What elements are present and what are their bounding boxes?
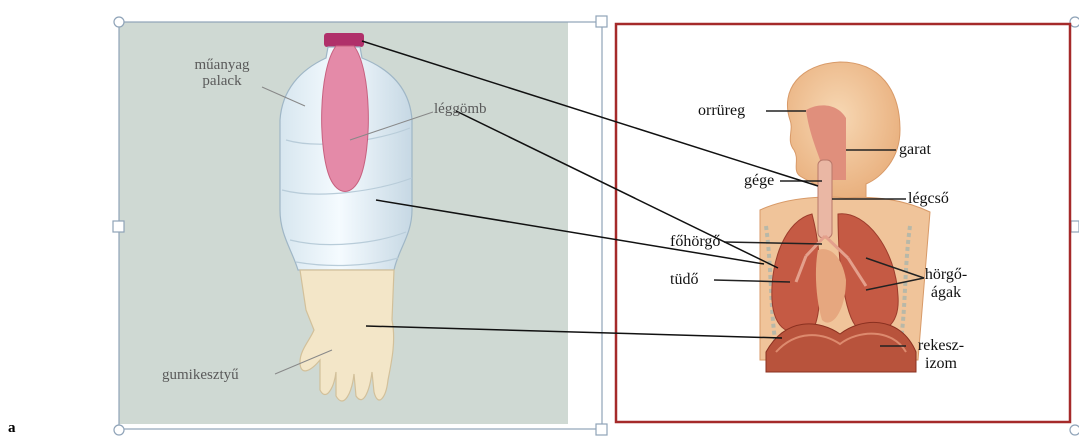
lung-label: tüdő [670, 271, 698, 289]
resize-handle-left-middle[interactable] [113, 221, 124, 232]
nasal-cavity-label: orrüreg [698, 102, 745, 120]
bottle-label: műanyag palack [172, 57, 272, 89]
resize-handle-bottom-right[interactable] [1070, 425, 1079, 435]
diaphragm-label: rekesz- izom [906, 337, 976, 373]
bronchi-label: hörgő- ágak [918, 266, 974, 302]
balloon-illustration [322, 46, 369, 192]
glove-label: gumikesztyű [162, 367, 239, 383]
resize-handle-bottom-middle[interactable] [596, 424, 607, 435]
balloon-label: léggömb [434, 101, 487, 117]
main-bronchus-label: főhörgő [670, 233, 720, 251]
resize-handle-right-middle[interactable] [1071, 221, 1079, 232]
trachea-label: légcső [908, 190, 949, 208]
resize-handle-top-right[interactable] [1070, 17, 1079, 27]
pharynx-label: garat [899, 141, 931, 159]
figure-letter: a [8, 420, 16, 437]
resize-handle-bottom-left[interactable] [114, 425, 124, 435]
larynx-label: gége [744, 172, 774, 190]
resize-handle-top-middle[interactable] [596, 16, 607, 27]
resize-handle-top-left[interactable] [114, 17, 124, 27]
